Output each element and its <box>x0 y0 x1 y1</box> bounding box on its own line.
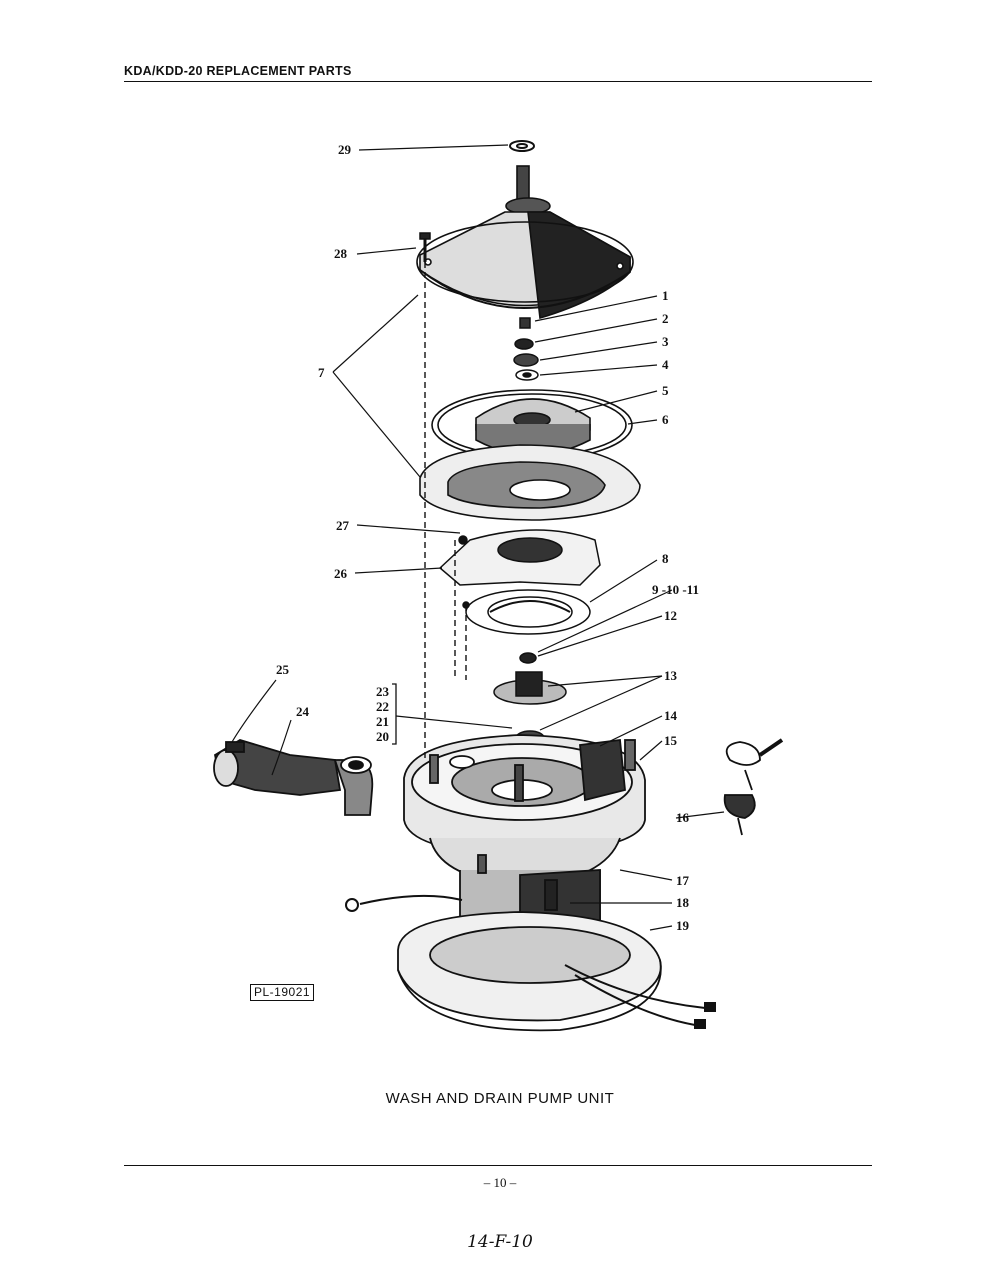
callout-28: 28 <box>334 246 348 261</box>
callout-7: 7 <box>318 365 325 380</box>
callout-13: 13 <box>664 668 678 683</box>
callout-5: 5 <box>662 383 669 398</box>
part-seal-stack-1-4 <box>513 317 539 381</box>
callout-20: 20 <box>376 729 389 744</box>
plate-reference: PL-19021 <box>250 984 315 1001</box>
callout-6: 6 <box>662 412 669 427</box>
part-screw-28 <box>419 232 431 262</box>
part-sensor-16 <box>723 738 784 836</box>
callout-2: 2 <box>662 311 669 326</box>
callout-19: 19 <box>676 918 690 933</box>
callout-3: 3 <box>662 334 669 349</box>
part-plate-26 <box>438 529 601 586</box>
callout-17: 17 <box>676 873 690 888</box>
callout-18: 18 <box>676 895 690 910</box>
part-chamber-plate-7 <box>419 444 641 521</box>
alignment-lines <box>424 262 467 760</box>
callout-14: 14 <box>664 708 678 723</box>
callout-21: 21 <box>376 714 389 729</box>
callout-29: 29 <box>338 142 352 157</box>
callout-bracket-20-23 <box>392 683 397 745</box>
callout-25: 25 <box>276 662 290 677</box>
callout-8: 8 <box>662 551 669 566</box>
part-wire-leads <box>345 894 716 1029</box>
callout-23: 23 <box>376 684 390 699</box>
part-bushing-12-13 <box>493 652 567 746</box>
page-number: – 10 – <box>483 1175 517 1190</box>
part-pulley-19 <box>397 911 662 1032</box>
callout-24: 24 <box>296 704 310 719</box>
handwritten-note: 14-F-10 <box>467 1232 533 1252</box>
footer-rule <box>124 1165 872 1166</box>
callout-22: 22 <box>376 699 389 714</box>
callout-1: 1 <box>662 288 669 303</box>
callout-4: 4 <box>662 357 669 372</box>
callout-9-10-11: 9 -10 -11 <box>652 582 699 597</box>
header-rule <box>124 81 872 82</box>
part-pump-cover <box>416 165 634 320</box>
callout-12: 12 <box>664 608 677 623</box>
callout-26: 26 <box>334 566 348 581</box>
callout-15: 15 <box>664 733 678 748</box>
callout-16: 16 <box>676 810 690 825</box>
figure-caption: WASH AND DRAIN PUMP UNIT <box>385 1090 615 1107</box>
callout-27: 27 <box>336 518 350 533</box>
leader-lines <box>231 144 725 931</box>
header-title: KDA/KDD-20 REPLACEMENT PARTS <box>124 64 352 78</box>
part-hose-24-clamp-25 <box>213 739 374 816</box>
callout-labels: 29 28 7 1 2 3 4 5 6 27 26 8 9 -10 -11 12… <box>276 142 699 933</box>
part-ring-8 <box>462 589 591 635</box>
part-washer-29 <box>509 140 535 152</box>
